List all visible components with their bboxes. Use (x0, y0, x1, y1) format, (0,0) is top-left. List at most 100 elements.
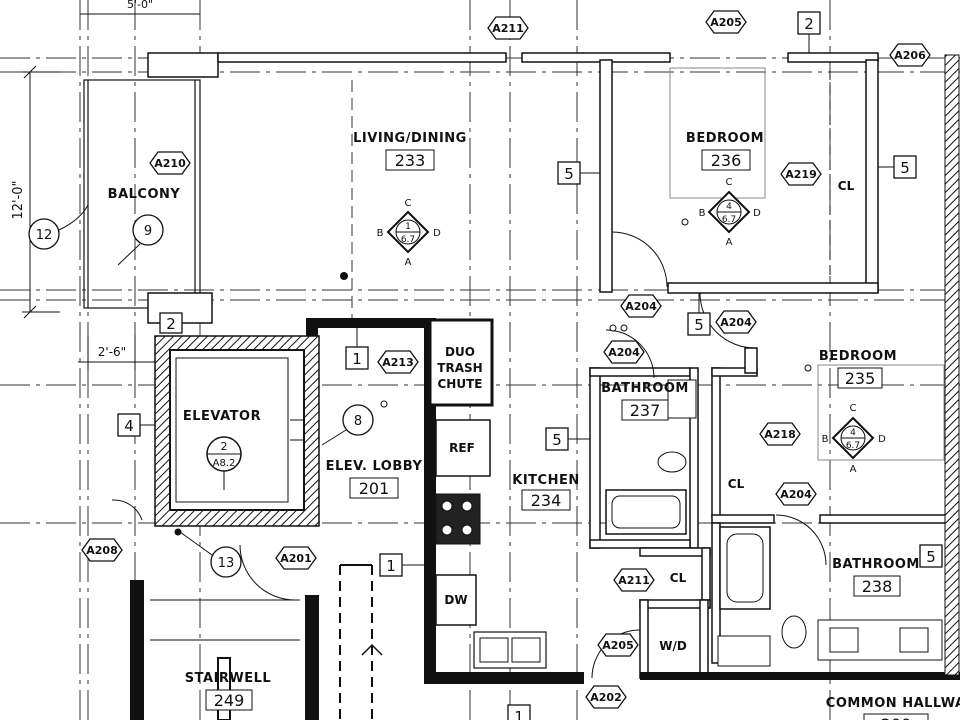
wall-type-5: 5 (552, 431, 562, 449)
tag-a213: A213 (382, 356, 413, 369)
room-number: 249 (214, 691, 245, 710)
elevation-e: D (753, 208, 761, 219)
exterior-wall-right (944, 54, 960, 676)
tag-a206: A206 (894, 49, 926, 62)
elevation-s: A (850, 464, 857, 475)
elevation-s: A (405, 257, 412, 268)
room-name: BEDROOM (819, 349, 897, 364)
kitchen-fixtures (435, 419, 547, 669)
tag-a204: A204 (625, 300, 657, 313)
trash-chute-label-2: TRASH (437, 361, 482, 375)
closet-label-hall: CL (670, 571, 687, 585)
room-bedroom-236: BEDROOM 236 (686, 131, 764, 171)
wall-type-2: 2 (166, 315, 176, 333)
dimension-offset (78, 335, 160, 370)
elevation-w: B (822, 434, 829, 445)
tag-a210: A210 (154, 157, 186, 170)
callout-8: 8 (354, 414, 362, 429)
trash-chute-label-1: DUO (445, 345, 475, 359)
elevation-num: 4 (726, 202, 732, 212)
elevation-w: B (377, 228, 384, 239)
closet-label-235: CL (728, 477, 745, 491)
elevation-e: D (433, 228, 441, 239)
tag-a201: A201 (280, 552, 311, 565)
room-number: 233 (395, 151, 426, 170)
tag-a205: A205 (710, 16, 741, 29)
room-name: BEDROOM (686, 131, 764, 146)
wall-type-5: 5 (926, 548, 936, 566)
dishwasher-label: DW (444, 593, 467, 607)
tag-a208: A208 (86, 544, 117, 557)
dimension-height-label: 12'-0" (11, 180, 26, 219)
balcony-outline (83, 79, 201, 309)
elevation-num: 4 (850, 428, 856, 438)
smoke-detectors (174, 218, 812, 536)
elevation-marker-living: 1 6.7 C B D A (377, 198, 442, 268)
stairwell-stairs (150, 564, 383, 720)
balcony-label: BALCONY (108, 187, 181, 202)
elevation-e: D (878, 434, 886, 445)
tag-a218: A218 (764, 428, 795, 441)
room-name: COMMON HALLWAY (826, 696, 960, 711)
tag-a204: A204 (780, 488, 812, 501)
wall-type-5: 5 (564, 165, 574, 183)
walls (147, 52, 947, 679)
elevation-num: 1 (405, 222, 411, 232)
tag-a204: A204 (720, 316, 752, 329)
elevation-s: A (726, 237, 733, 248)
room-number: 236 (711, 151, 742, 170)
ceiling-fixture (340, 272, 348, 280)
room-number: 201 (359, 479, 390, 498)
tag-a202: A202 (590, 691, 621, 704)
tag-a204: A204 (608, 346, 640, 359)
wall-type-1: 1 (386, 557, 396, 575)
dimension-top-label: 5'-0" (127, 0, 153, 11)
elevation-n: C (405, 198, 412, 209)
wall-type-5: 5 (694, 316, 704, 334)
room-common-hallway: COMMON HALLWAY 200 (826, 696, 960, 720)
room-name: STAIRWELL (185, 671, 271, 686)
room-number: 237 (630, 401, 661, 420)
room-living-dining: LIVING/DINING 233 (353, 131, 467, 171)
room-elev-lobby: ELEV. LOBBY 201 (326, 459, 423, 499)
elevator-shaft (154, 335, 320, 527)
room-number: 200 (881, 715, 912, 720)
trash-chute-outline (428, 318, 494, 407)
elevation-sheet: 6.7 (722, 215, 736, 225)
elevation-n: C (850, 403, 857, 414)
wall-type-5: 5 (900, 159, 910, 177)
callout-9: 9 (144, 224, 152, 239)
room-name: BATHROOM (832, 557, 920, 572)
room-bathroom-237: BATHROOM 237 (601, 381, 688, 421)
section-sheet: A8.2 (213, 458, 236, 469)
tag-a219: A219 (785, 168, 816, 181)
elevation-n: C (726, 177, 733, 188)
hex-tags (81, 10, 931, 709)
room-number: 235 (845, 369, 876, 388)
closet-label-236: CL (838, 179, 855, 193)
room-number: 234 (531, 491, 562, 510)
elevator-label: ELEVATOR (183, 409, 261, 424)
dimension-offset-label: 2'-6" (98, 345, 126, 359)
bedroom-236-furniture (669, 67, 945, 461)
room-stairwell: STAIRWELL 249 (185, 671, 271, 711)
tag-a211: A211 (618, 574, 649, 587)
elevation-marker-bedroom-235: 4 6.7 C B D A (822, 403, 887, 475)
room-kitchen: KITCHEN 234 (512, 473, 579, 511)
wall-type-1: 1 (352, 350, 362, 368)
room-name: LIVING/DINING (353, 131, 467, 146)
washer-dryer-label: W/D (659, 639, 687, 653)
wall-type-2: 2 (804, 15, 814, 33)
tag-a211: A211 (492, 22, 523, 35)
section-marker-elevator: 2 A8.2 (206, 436, 242, 490)
callout-13: 13 (218, 556, 235, 571)
callout-12: 12 (36, 228, 53, 243)
elevation-marker-bedroom-236: 4 6.7 C B D A (699, 177, 762, 248)
room-bedroom-235: BEDROOM 235 (819, 349, 897, 389)
room-name: ELEV. LOBBY (326, 459, 423, 474)
wall-type-1: 1 (514, 708, 524, 720)
room-name: KITCHEN (512, 473, 579, 488)
trash-chute-label-3: CHUTE (438, 377, 483, 391)
callout-circles (28, 214, 374, 578)
